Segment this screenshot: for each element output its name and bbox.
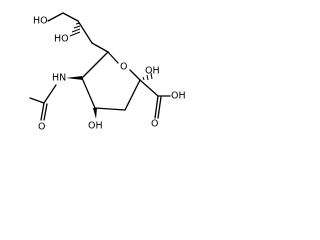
bond-cooh-o-double-1 bbox=[154, 95, 159, 119]
label-layer: HO HO HN O OH OH O OH O bbox=[33, 16, 186, 133]
bond-ho-c9 bbox=[47, 12, 64, 22]
bond-cacyl-o-2 bbox=[43, 103, 48, 121]
bond-cooh-o-double-2 bbox=[157, 96, 162, 119]
wedge-bond-c5-nh bbox=[66, 76, 83, 80]
bond-cacyl-me bbox=[29, 97, 45, 104]
label-ho-top: HO bbox=[33, 16, 48, 27]
bond-c2-cooh bbox=[139, 79, 159, 97]
bond-c8-c7 bbox=[77, 20, 93, 44]
label-oh-bottom: OH bbox=[88, 121, 103, 132]
bond-c5-c6 bbox=[81, 51, 109, 79]
bond-n-cacyl bbox=[43, 84, 57, 104]
bond-c3-c4 bbox=[94, 107, 126, 111]
bond-o-c2 bbox=[129, 69, 141, 81]
label-ring-o: O bbox=[120, 62, 127, 73]
bond-c4-c5 bbox=[81, 77, 96, 109]
bond-c2-c3 bbox=[124, 79, 141, 111]
bond-c7-c6 bbox=[91, 42, 109, 53]
structure-canvas: HO HO HN O OH OH O OH O bbox=[0, 0, 202, 155]
label-carbonyl-o: O bbox=[151, 119, 158, 130]
bond-cacyl-o-1 bbox=[40, 102, 45, 121]
wedge-bond-c4-oh bbox=[93, 108, 97, 119]
bond-c6-o bbox=[107, 51, 119, 64]
bond-c9-c8 bbox=[62, 12, 79, 22]
hashed-bond-c8-oh bbox=[69, 22, 81, 37]
label-hn: HN bbox=[52, 73, 66, 84]
label-ho-mid: HO bbox=[54, 34, 69, 45]
label-acetyl-o: O bbox=[38, 122, 45, 133]
label-oh-right: OH bbox=[145, 66, 160, 77]
molecule-drawing: HO HO HN O OH OH O OH O bbox=[29, 12, 186, 133]
bond-layer bbox=[29, 12, 171, 121]
label-cooh-oh: OH bbox=[171, 91, 186, 102]
hashed-bond-c2-oh bbox=[142, 72, 153, 81]
